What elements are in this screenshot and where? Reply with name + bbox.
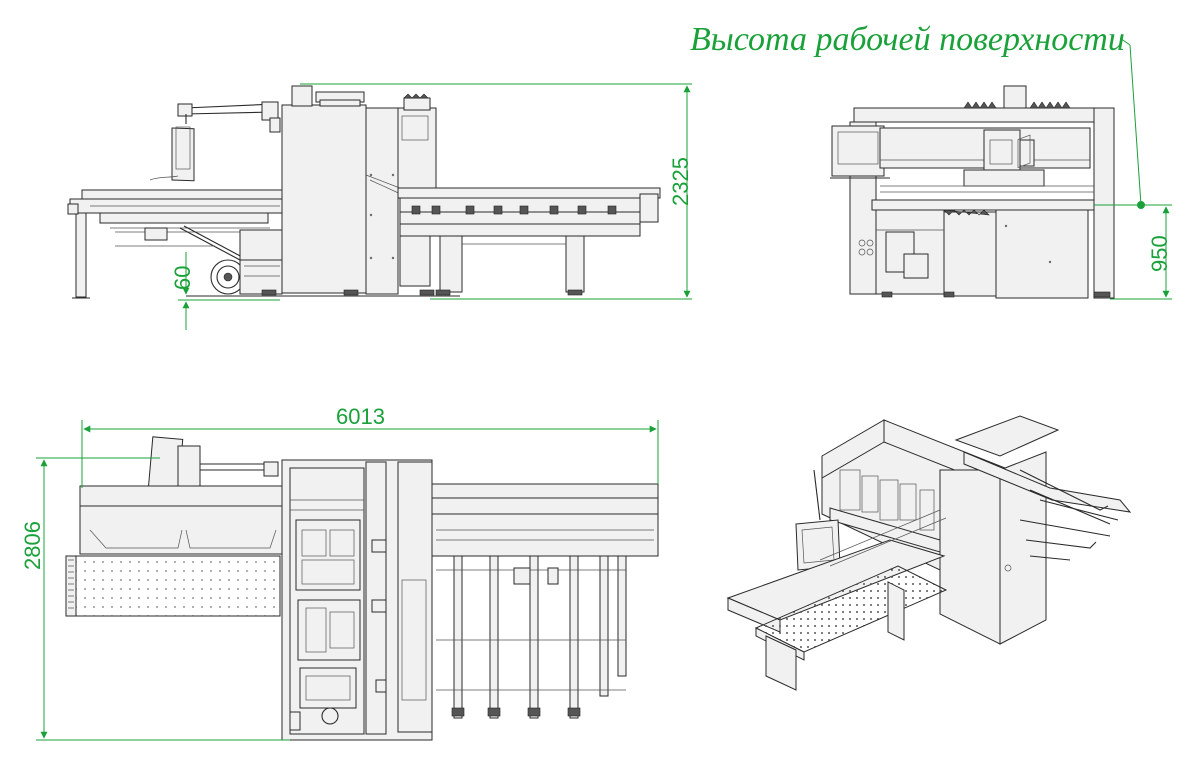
top-view [65, 436, 659, 741]
support-rails [436, 555, 627, 719]
width-dimension: 2806 [20, 457, 290, 741]
work-surface-height-label: 950 [1147, 235, 1172, 272]
clamps [411, 205, 617, 215]
overall-length-label: 6013 [336, 404, 385, 429]
overall-width-label: 2806 [20, 521, 45, 570]
work-surface-label: Высота рабочей поверхности [690, 21, 1125, 58]
overall-height-label: 2325 [668, 157, 693, 206]
leader-line [1119, 37, 1131, 46]
front-view [67, 85, 661, 299]
isometric-view [726, 134, 1132, 691]
feet [261, 289, 583, 296]
floor-clearance-label: 60 [170, 266, 195, 290]
work-surface-dimension: 950 [1094, 204, 1172, 300]
height-dimension-front: 2325 [300, 83, 693, 300]
length-dimension: 6013 [81, 404, 659, 488]
side-view [830, 85, 1115, 299]
clearance-dimension: 60 [170, 252, 280, 330]
leader-line [1129, 44, 1142, 206]
